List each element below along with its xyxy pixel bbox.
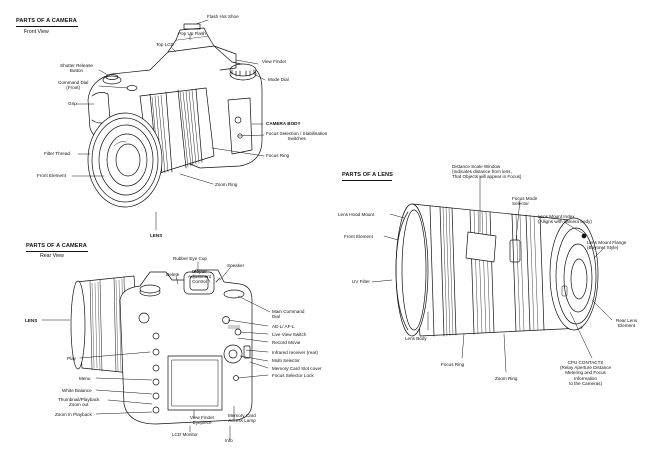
label-zoom-in-playback: Zoom In Playback bbox=[55, 412, 92, 417]
label-menu: Menu bbox=[79, 376, 91, 381]
label-lens-mount-flange: Lens Mount Flange (Bayonet Style) bbox=[587, 240, 627, 251]
label-front-element-lens: Front Element bbox=[344, 234, 373, 239]
label-multi-selector: Multi Selector bbox=[272, 358, 300, 363]
label-focus-ring-front: Focus Ring bbox=[266, 153, 290, 158]
label-infrared-receiver: Infrared receiver (rear) bbox=[272, 350, 318, 355]
label-lens-front: LENS bbox=[150, 233, 163, 238]
label-record-movie: Record Movie bbox=[272, 340, 301, 345]
label-focus-mode-selector: Focus Mode Selector bbox=[512, 196, 538, 207]
rear-heading: PARTS OF A CAMERA bbox=[26, 243, 87, 249]
front-subheading: Front View bbox=[24, 29, 49, 35]
lens-heading: PARTS OF A LENS bbox=[342, 172, 394, 178]
label-lens-body: Lens Body bbox=[405, 336, 427, 341]
front-heading: PARTS OF A CAMERA bbox=[16, 18, 77, 24]
label-grip: Grip bbox=[68, 101, 77, 106]
label-front-element: Front Element bbox=[37, 173, 66, 178]
label-flash-hot-shoe: Flash Hot Shoe bbox=[207, 14, 239, 19]
label-command-dial-front: Command Dial (Front) bbox=[58, 80, 89, 91]
label-memory-card-slot-cover: Memory Card Slot cover bbox=[272, 366, 322, 371]
label-focus-selection-switches: Focus Selection / Stabilisation Switches bbox=[266, 131, 328, 142]
label-thumbnail-playback: Thumbnail/Playback Zoom out bbox=[58, 397, 100, 408]
label-ae-l-af-l: AE-L/ AF-L bbox=[272, 324, 295, 329]
label-main-command-dial: Main Command Dial bbox=[272, 309, 305, 320]
label-shutter-release-button: Shutter Release Button bbox=[60, 63, 93, 74]
rear-camera-drawing bbox=[41, 261, 271, 441]
label-pop-up-flash: Pop Up Flash bbox=[178, 31, 206, 36]
label-zoom-ring-front: Zoom Ring bbox=[215, 182, 238, 187]
rear-heading-underline bbox=[26, 251, 88, 252]
label-filter-thread: Filter Thread bbox=[44, 151, 70, 156]
front-camera-drawing bbox=[71, 19, 266, 231]
label-speaker: Speaker bbox=[227, 263, 245, 268]
label-focus-selector-lock: Focus Selector Lock bbox=[272, 373, 314, 378]
label-top-lcd: Top LCD bbox=[156, 42, 174, 47]
label-camera-body: CAMERA BODY bbox=[266, 121, 301, 126]
label-lcd-monitor: LCD Monitor bbox=[172, 432, 198, 437]
label-mode-dial: Mode Dial bbox=[268, 77, 289, 82]
lens-heading-underline bbox=[342, 180, 392, 181]
label-info: Info bbox=[225, 438, 233, 443]
label-cpu-contacts: CPU CONTACTS (Relay Aperture Distance Me… bbox=[560, 360, 612, 386]
label-white-balance: White Balance bbox=[62, 388, 92, 393]
label-rubber-eye-cup: Rubber Eye Cup bbox=[173, 256, 207, 261]
label-view-finder-eyepiece: View Finder Eyepiece bbox=[190, 415, 215, 426]
label-memory-card-access-lamp: Memory Card Access Lamp bbox=[228, 413, 256, 424]
label-view-finder: View Finder bbox=[262, 59, 287, 64]
label-distance-scale-window: Distance Scale Window (Indicates distanc… bbox=[452, 164, 522, 180]
label-lens-rear: LENS bbox=[25, 318, 38, 323]
label-play: Play bbox=[67, 356, 76, 361]
label-lens-mount-index: Lens Mount Index (Alligns with camera bo… bbox=[538, 214, 592, 225]
front-heading-underline bbox=[16, 26, 78, 27]
lens-drawing bbox=[371, 175, 613, 373]
label-uv-filter: UV Filter bbox=[352, 279, 370, 284]
label-zoom-ring-lens: Zoom Ring bbox=[495, 376, 518, 381]
label-live-view-switch: Live View Switch bbox=[272, 332, 307, 337]
label-delete: Delete bbox=[166, 272, 180, 277]
label-diopter-adjustment: Diopter Adjustment Control bbox=[188, 269, 211, 285]
rear-subheading: Rear View bbox=[40, 253, 64, 259]
label-lens-hood-mount: Lens Hood Mount bbox=[338, 212, 375, 217]
label-focus-ring-lens: Focus Ring bbox=[441, 362, 465, 367]
label-rear-lens-element: Rear Lens Element bbox=[616, 318, 638, 329]
